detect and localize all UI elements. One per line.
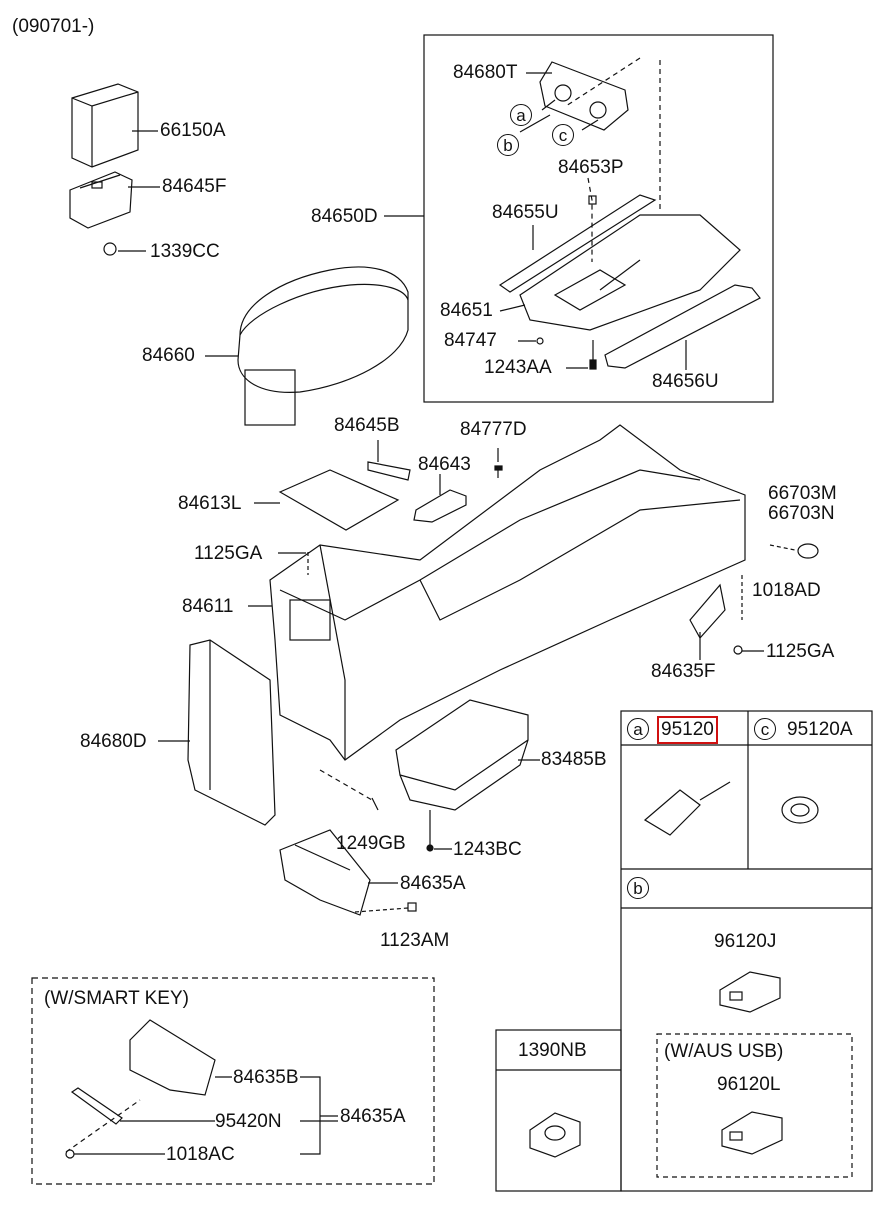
part-84635b-shape bbox=[129, 1019, 216, 1096]
part-label-84611[interactable]: 84611 bbox=[182, 596, 234, 617]
table-callout-c: c bbox=[754, 718, 776, 740]
part-label-84635a[interactable]: 84635A bbox=[400, 873, 466, 894]
part-83485b-shape bbox=[395, 699, 529, 811]
part-label-1125ga-bottom[interactable]: 1125GA bbox=[766, 641, 835, 662]
part-label-84645f[interactable]: 84645F bbox=[162, 176, 227, 197]
callout-a: a bbox=[510, 104, 532, 126]
table-callout-b: b bbox=[627, 877, 649, 899]
part-label-1243aa[interactable]: 1243AA bbox=[484, 357, 552, 378]
grommet-1390nb-shape bbox=[529, 1112, 581, 1158]
part-label-95120a[interactable]: 95120A bbox=[787, 719, 853, 740]
table-callout-a: a bbox=[627, 718, 649, 740]
part-label-84645b[interactable]: 84645B bbox=[334, 415, 400, 436]
part-label-1243bc[interactable]: 1243BC bbox=[453, 839, 522, 860]
part-label-96120j[interactable]: 96120J bbox=[714, 931, 777, 952]
part-label-95420n[interactable]: 95420N bbox=[215, 1111, 282, 1132]
part-95420n-shape bbox=[70, 1087, 123, 1125]
part-label-96120l[interactable]: 96120L bbox=[717, 1074, 781, 1095]
part-label-66150a[interactable]: 66150A bbox=[160, 120, 226, 141]
part-label-84656u[interactable]: 84656U bbox=[652, 371, 719, 392]
part-label-95120[interactable]: 95120 bbox=[657, 716, 718, 744]
socket-95120a-shape bbox=[781, 796, 819, 824]
smart-key-box bbox=[31, 977, 435, 1185]
part-84680t-shape bbox=[539, 61, 629, 131]
cap-66703-shape bbox=[797, 543, 819, 559]
part-label-84635a-smart[interactable]: 84635A bbox=[340, 1106, 406, 1127]
part-label-1125ga-top[interactable]: 1125GA bbox=[194, 543, 263, 564]
date-code: (090701-) bbox=[12, 16, 95, 37]
callout-b: b bbox=[497, 134, 519, 156]
part-label-84680d[interactable]: 84680D bbox=[80, 731, 147, 752]
part-label-84651[interactable]: 84651 bbox=[440, 300, 493, 321]
part-label-1123am[interactable]: 1123AM bbox=[380, 930, 450, 951]
callout-c: c bbox=[552, 124, 574, 146]
part-label-84643[interactable]: 84643 bbox=[418, 454, 471, 475]
part-label-84747[interactable]: 84747 bbox=[444, 330, 497, 351]
part-84680d-shape bbox=[187, 639, 276, 826]
part-label-66703n[interactable]: 66703N bbox=[768, 503, 835, 524]
part-label-66703m[interactable]: 66703M bbox=[768, 483, 837, 504]
smart-key-title: (W/SMART KEY) bbox=[44, 988, 189, 1009]
jack-96120l-shape bbox=[721, 1111, 783, 1155]
part-label-1018ad[interactable]: 1018AD bbox=[752, 580, 821, 601]
part-84635f-shape bbox=[689, 583, 726, 640]
part-label-84635f[interactable]: 84635F bbox=[651, 661, 716, 682]
part-84611-console-body bbox=[269, 424, 746, 761]
part-label-1390nb[interactable]: 1390NB bbox=[518, 1040, 587, 1061]
options-table bbox=[495, 710, 873, 1192]
part-label-84777d[interactable]: 84777D bbox=[460, 419, 527, 440]
part-84613l-shape bbox=[278, 469, 400, 531]
part-label-83485b[interactable]: 83485B bbox=[541, 749, 607, 770]
connector-95120-shape bbox=[643, 781, 731, 836]
part-84655u-shape bbox=[498, 194, 657, 293]
part-84645f-shape bbox=[69, 171, 133, 229]
part-label-1018ac[interactable]: 1018AC bbox=[166, 1144, 235, 1165]
part-84645b-shape bbox=[367, 461, 411, 481]
aus-usb-title: (W/AUS USB) bbox=[664, 1041, 784, 1062]
part-label-84653p[interactable]: 84653P bbox=[558, 157, 624, 178]
part-label-84660[interactable]: 84660 bbox=[142, 345, 195, 366]
console-upper-group-box bbox=[423, 34, 774, 403]
part-84656u-shape bbox=[604, 284, 761, 369]
part-label-1249gb[interactable]: 1249GB bbox=[336, 833, 406, 854]
part-66150a-shape bbox=[71, 83, 139, 168]
part-84643-shape bbox=[413, 489, 467, 523]
part-label-84680t[interactable]: 84680T bbox=[453, 62, 518, 83]
part-label-84635b[interactable]: 84635B bbox=[233, 1067, 299, 1088]
part-84651-shape bbox=[519, 214, 741, 331]
part-label-84613l[interactable]: 84613L bbox=[178, 493, 242, 514]
part-84660-shape bbox=[237, 266, 409, 426]
part-84635a-shape bbox=[279, 829, 371, 916]
nut-1339cc-shape bbox=[103, 242, 117, 256]
part-label-84650d[interactable]: 84650D bbox=[311, 206, 378, 227]
part-label-84655u[interactable]: 84655U bbox=[492, 202, 559, 223]
part-label-1339cc[interactable]: 1339CC bbox=[150, 241, 220, 262]
jack-96120j-shape bbox=[719, 971, 781, 1013]
